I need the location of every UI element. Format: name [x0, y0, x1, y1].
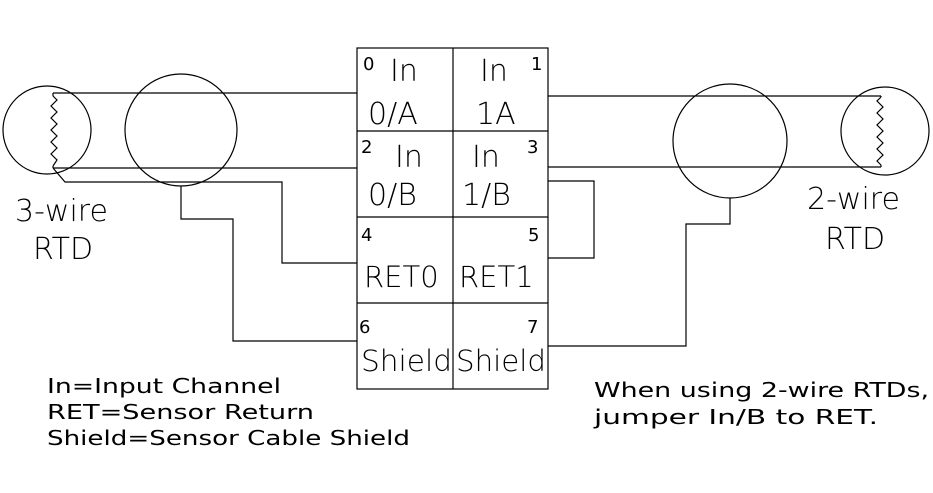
note-line: When using 2-wire RTDs,: [594, 378, 929, 402]
left-sensor-label: 3-wire: [15, 194, 108, 229]
wire-to-terminal-4: [52, 167, 357, 264]
terminal-label: Shield: [456, 344, 546, 378]
terminal-number: 3: [527, 137, 538, 158]
right-sensor-label: 2-wire: [807, 182, 900, 217]
rtd-sensor-circle: [840, 86, 930, 176]
cable-shield-circle: [672, 83, 788, 199]
left-wiring: [52, 92, 357, 342]
jumper-in-b-to-ret: [548, 180, 595, 259]
terminal-label: 1A: [476, 97, 516, 132]
left-rtd-sensor: [2, 73, 238, 187]
terminal-4: 4 RET0: [361, 225, 439, 294]
resistor-icon: [876, 96, 884, 166]
shield-wire-to-terminal-6: [180, 186, 357, 342]
terminal-label: 1/B: [462, 178, 511, 213]
terminal-3: 3 In 1/B: [462, 137, 538, 213]
terminal-label: RET0: [364, 260, 439, 294]
terminal-label: In: [472, 140, 500, 175]
terminal-label: In: [390, 54, 418, 89]
terminal-2: 2 In 0/B: [361, 137, 423, 213]
legend-line: Shield=Sensor Cable Shield: [47, 426, 410, 450]
terminal-label: In: [480, 54, 508, 89]
terminal-7: 7 Shield: [456, 317, 546, 378]
terminal-block: [356, 47, 549, 390]
terminal-number: 6: [359, 317, 370, 338]
right-rtd-sensor: [672, 83, 930, 199]
terminal-label: In: [395, 140, 423, 175]
shield-wire-to-terminal-7: [548, 198, 731, 347]
legend-line: RET=Sensor Return: [47, 400, 314, 424]
left-sensor-label: RTD: [33, 232, 93, 267]
terminal-number: 5: [528, 225, 539, 246]
terminal-6: 6 Shield: [359, 317, 452, 378]
rtd-sensor-circle: [2, 85, 92, 175]
note-line: jumper In/B to RET.: [593, 405, 878, 429]
terminal-0: 0 In 0/A: [363, 54, 418, 132]
right-sensor-label: RTD: [825, 222, 885, 257]
resistor-icon: [50, 95, 58, 167]
terminal-5: 5 RET1: [459, 225, 539, 294]
terminal-label: Shield: [361, 344, 452, 378]
right-wiring: [548, 95, 882, 347]
legend-line: In=Input Channel: [47, 374, 281, 398]
terminal-number: 2: [361, 137, 372, 158]
terminal-number: 1: [531, 54, 542, 75]
cable-shield-circle: [124, 73, 238, 187]
terminal-label: 0/B: [368, 178, 417, 213]
terminal-number: 7: [527, 317, 538, 338]
terminal-label: RET1: [459, 260, 534, 294]
terminal-1: 1 In 1A: [476, 54, 542, 132]
terminal-label: 0/A: [368, 97, 418, 132]
legend: In=Input Channel RET=Sensor Return Shiel…: [47, 374, 410, 450]
terminal-number: 0: [363, 54, 374, 75]
terminal-number: 4: [361, 225, 372, 246]
note: When using 2-wire RTDs, jumper In/B to R…: [593, 378, 929, 429]
